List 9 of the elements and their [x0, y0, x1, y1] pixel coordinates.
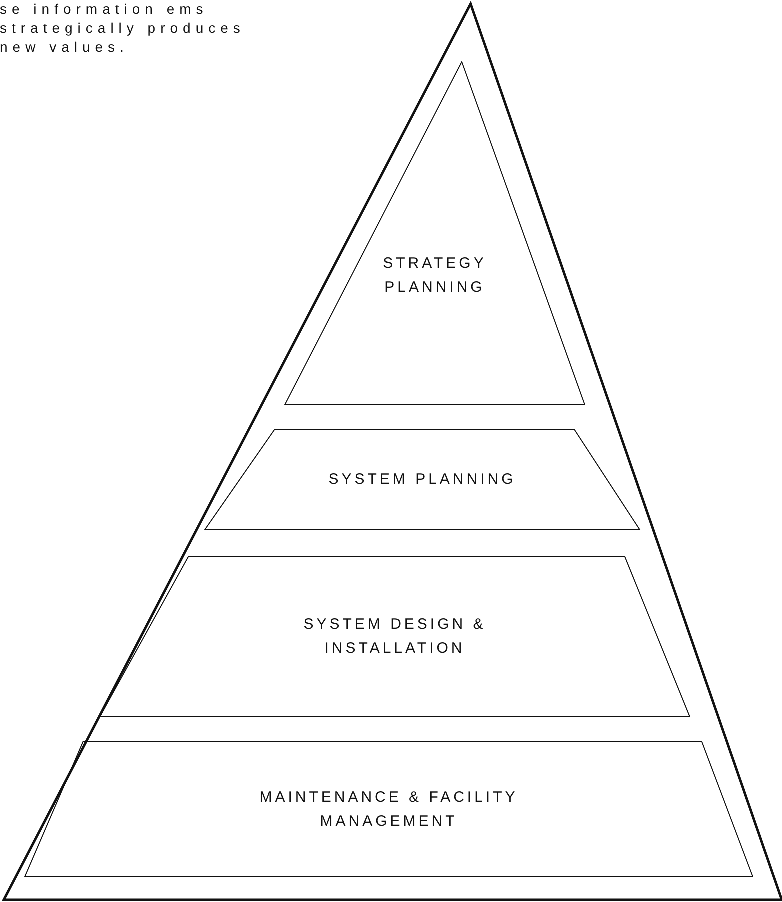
layer-label: STRATEGY PLANNING	[382, 254, 488, 298]
note-text: se information ems strategically produces new values.	[0, 0, 246, 57]
layer-label: SYSTEM DESIGN & INSTALLATION	[302, 615, 488, 659]
pyramid-layer	[205, 430, 640, 530]
layer-label: SYSTEM PLANNING	[328, 470, 518, 490]
layer-label: MAINTENANCE & FACILITY MANAGEMENT	[258, 788, 520, 832]
pyramid-layer	[25, 742, 753, 877]
pyramid-layer	[285, 62, 585, 405]
pyramid-layer	[100, 557, 690, 717]
